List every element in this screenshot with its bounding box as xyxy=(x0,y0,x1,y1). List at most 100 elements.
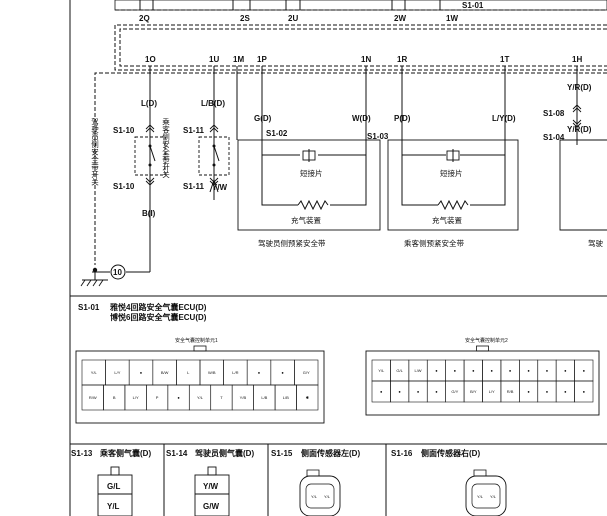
passenger-belt-switch xyxy=(198,136,230,193)
conn-s1-11-top: S1-11 xyxy=(183,126,204,135)
pin-cell-label: ● xyxy=(417,389,420,394)
pin-cell-label: G/Y xyxy=(451,389,458,394)
s1-13-pin-1: G/L xyxy=(107,482,120,491)
passenger-inflator-label: 充气装置 xyxy=(432,215,462,225)
ecu-pin-1h: 1H xyxy=(572,55,582,64)
wire-label-yw: Y/W xyxy=(212,183,228,192)
driver-inflator-icon xyxy=(297,199,329,211)
wire-color-labels: L(D) L/B(D) G(D) W(D) P(D) L/Y(D) Y/R(D)… xyxy=(141,83,592,218)
wire-label-yr-d-1: Y/R(D) xyxy=(567,83,592,92)
passenger-pretensioner-title: 乘客侧预紧安全带 xyxy=(404,238,464,248)
ecu-pin-1m: 1M xyxy=(233,55,244,64)
top-connector-label: S1-01 xyxy=(462,1,484,10)
pin-cell-label: R/B xyxy=(507,389,514,394)
pin-cell-label: ● xyxy=(472,368,475,373)
pin-cell-label: L/R xyxy=(232,370,238,375)
wire-label-p-d: P(D) xyxy=(394,114,411,123)
pin-cell-label: ● xyxy=(140,370,143,375)
top-pin-2w: 2W xyxy=(394,14,406,23)
ground-bus: 10 xyxy=(80,260,151,287)
top-pin-2s: 2S xyxy=(240,14,250,23)
pin-cell-label: ● xyxy=(564,368,567,373)
pin-cell-label: ● xyxy=(435,368,438,373)
s1-16-pin-1: Y/L xyxy=(477,494,484,499)
pin-cell-label: L/Y xyxy=(489,389,495,394)
ecu-connector-1-title: 安全气囊控制单元1 xyxy=(175,337,218,344)
pin-cell-label: L xyxy=(187,370,190,375)
partial-pretensioner-title: 驾驶 xyxy=(588,238,603,248)
pin-cell-label: ● xyxy=(258,370,261,375)
passenger-inflator-icon xyxy=(437,199,469,211)
pin-cell-label: ● xyxy=(527,368,530,373)
driver-inflator-label: 充气装置 xyxy=(291,215,321,225)
pin-cell-label: T xyxy=(220,395,223,400)
pin-cell-label: ● xyxy=(490,368,493,373)
conn-s1-02: S1-02 xyxy=(266,129,288,138)
driver-pretensioner-title: 驾驶员侧预紧安全带 xyxy=(258,238,326,248)
pin-cell-label: B xyxy=(113,395,116,400)
wire-label-yr-d-2: Y/R(D) xyxy=(567,125,592,134)
ecu-outline xyxy=(94,24,607,265)
connector-codes: S1-10 S1-10 S1-11 S1-11 S1-02 S1-03 S1-0… xyxy=(113,109,565,191)
pin-cell-label: L/B xyxy=(261,395,267,400)
pin-cell-label: G/L xyxy=(396,368,403,373)
pin-cell-label: ● xyxy=(527,389,530,394)
bottom-connector-s1-14: S1-14 驾驶员侧气囊(D) Y/W G/W xyxy=(166,448,254,516)
ecu-pin-1p: 1P xyxy=(257,55,267,64)
pin-cell-label: ● xyxy=(435,389,438,394)
ecu-pin-1t: 1T xyxy=(500,55,509,64)
wire-label-b-i: B(I) xyxy=(142,209,156,218)
driver-shorting-bar-label: 短接片 xyxy=(300,168,323,178)
pin-cell-label: P xyxy=(156,395,159,400)
pin-cell-label: Y/B xyxy=(240,395,247,400)
s1-15-name: 侧面传感器左(D) xyxy=(301,448,360,458)
pin-cell-label: B/W xyxy=(161,370,169,375)
wire-label-l-d: L(D) xyxy=(141,99,157,108)
conn-s1-11-bottom: S1-11 xyxy=(183,182,204,191)
conn-s1-04: S1-04 xyxy=(543,133,565,142)
s1-15-pin-2: Y/L xyxy=(324,494,331,499)
passenger-belt-switch-label: 乘客侧安全带开关 xyxy=(161,117,170,180)
s1-13-pin-2: Y/L xyxy=(107,502,120,511)
pin-cell-label: ● xyxy=(546,389,549,394)
top-pin-2u: 2U xyxy=(288,14,298,23)
pin-cell-label: ✱ xyxy=(306,395,310,400)
pin-cell-label: ● xyxy=(509,368,512,373)
s1-14-pin-1: Y/W xyxy=(203,482,219,491)
s1-13-name: 乘客侧气囊(D) xyxy=(99,448,151,458)
conn-s1-10-bottom: S1-10 xyxy=(113,182,135,191)
ground-node-circle xyxy=(110,264,126,280)
s1-13-code: S1-13 xyxy=(71,449,93,458)
pin-cell-label: ● xyxy=(583,368,586,373)
pin-cell-label: ● xyxy=(546,368,549,373)
driver-belt-switch-label: 驾驶员侧安全带开关 xyxy=(90,117,99,187)
wire-label-lb-d: L/B(D) xyxy=(201,99,225,108)
s1-16-name: 侧面传感器右(D) xyxy=(421,448,480,458)
pin-cell-label: B/Y xyxy=(470,389,477,394)
pin-cell-label: ● xyxy=(380,389,383,394)
wire-label-g-d: G(D) xyxy=(254,114,272,123)
s1-15-pin-1: Y/L xyxy=(311,494,318,499)
ecu-pin-1o: 1O xyxy=(145,55,156,64)
ecu-pin-1n: 1N xyxy=(361,55,371,64)
pin-cell-label: L/Y xyxy=(133,395,139,400)
ecu-caption: S1-01 雅悦4回路安全气囊ECU(D) 博悦6回路安全气囊ECU(D) xyxy=(78,302,207,322)
ecu-caption-line1: 雅悦4回路安全气囊ECU(D) xyxy=(110,302,207,312)
pin-cell-label: Y/L xyxy=(378,368,385,373)
pin-cell-label: ● xyxy=(177,395,180,400)
pin-cell-label: L/Y xyxy=(114,370,120,375)
ecu-pin-1u: 1U xyxy=(209,55,219,64)
s1-16-code: S1-16 xyxy=(391,449,413,458)
pin-cell xyxy=(296,384,319,411)
ecu-pin-1r: 1R xyxy=(397,55,407,64)
s1-14-pin-2: G/W xyxy=(203,502,219,511)
passenger-pretensioner: 短接片 充气装置 乘客侧预紧安全带 xyxy=(387,139,519,248)
driver-pretensioner: 短接片 充气装置 驾驶员侧预紧安全带 xyxy=(237,139,381,248)
conn-s1-08: S1-08 xyxy=(543,109,565,118)
pin-cell-label: Y/L xyxy=(91,370,98,375)
driver-belt-switch xyxy=(134,136,166,176)
conn-s1-10-top: S1-10 xyxy=(113,126,135,135)
